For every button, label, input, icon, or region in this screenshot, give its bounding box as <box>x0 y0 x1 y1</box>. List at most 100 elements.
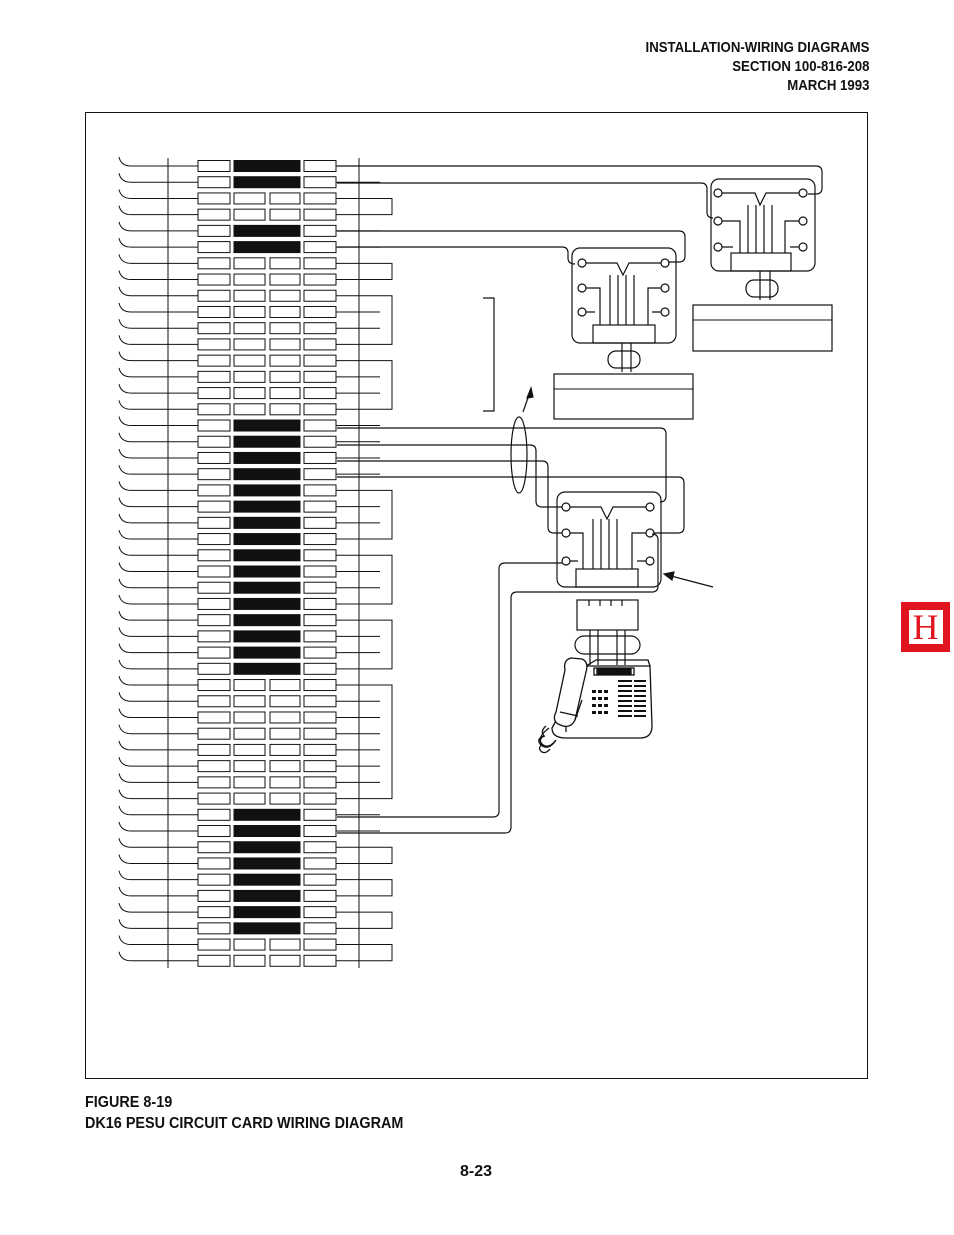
row-lead-wire <box>118 546 198 556</box>
terminal-bar-filled <box>233 922 301 935</box>
terminal-right <box>303 679 337 692</box>
keypad-key <box>592 690 596 693</box>
terminal-left <box>197 322 231 335</box>
terminal-right <box>303 646 337 659</box>
keypad-key <box>598 697 602 700</box>
terminal-bar-filled <box>233 808 301 821</box>
terminal-cell <box>233 679 266 692</box>
terminal-left <box>197 581 231 594</box>
terminal-left <box>197 160 231 172</box>
terminal-bar-filled <box>233 565 301 578</box>
terminal-bar-filled <box>233 841 301 854</box>
diagram-frame <box>85 112 868 1079</box>
page-header: INSTALLATION-WIRING DIAGRAMS SECTION 100… <box>645 38 869 95</box>
terminal-cell <box>233 289 266 302</box>
terminal-left <box>197 597 231 610</box>
pair-bracket <box>380 684 393 800</box>
row-lead-wire <box>118 286 198 297</box>
terminal-right <box>303 403 337 416</box>
terminal-right <box>303 370 337 383</box>
terminal-right <box>303 549 337 562</box>
terminal-bar-filled <box>233 662 301 675</box>
terminal-cell <box>269 322 301 335</box>
feature-key <box>634 685 646 687</box>
terminal-left <box>197 743 231 756</box>
feature-key <box>618 680 632 682</box>
terminal-left <box>197 938 231 951</box>
page-number: 8-23 <box>460 1163 493 1180</box>
terminal-bar-filled <box>233 646 301 659</box>
feature-key <box>634 715 646 717</box>
section-tab[interactable]: H <box>901 602 950 652</box>
row-lead-wire <box>118 659 198 670</box>
terminal-left <box>197 403 231 416</box>
terminal-right <box>303 889 337 902</box>
terminal-cell <box>233 711 266 724</box>
terminal-left <box>197 614 231 627</box>
terminal-cell <box>269 792 301 805</box>
terminal-bar-filled <box>233 873 301 886</box>
terminal-left <box>197 176 231 189</box>
terminal-cell <box>269 711 301 724</box>
row-lead-wire <box>118 156 198 167</box>
terminal-left <box>197 451 231 464</box>
row-lead-wire <box>118 951 198 962</box>
terminal-cell <box>233 776 266 789</box>
terminal-bar-filled <box>233 468 301 481</box>
pair-bracket <box>380 944 393 962</box>
terminal-right <box>303 257 337 270</box>
row-lead-wire <box>118 254 198 264</box>
group-bracket <box>483 297 495 412</box>
terminal-cell <box>269 776 301 789</box>
keypad-key <box>592 711 596 714</box>
terminal-cell <box>233 695 266 708</box>
figure-caption: FIGURE 8-19 DK16 PESU CIRCUIT CARD WIRIN… <box>85 1092 403 1134</box>
terminal-cell <box>233 792 266 805</box>
pair-bracket <box>380 619 393 670</box>
terminal-right <box>303 760 337 773</box>
row-lead-wire <box>118 594 198 605</box>
terminal-bar-filled <box>233 614 301 627</box>
terminal-left <box>197 808 231 821</box>
row-lead-wire <box>118 773 198 783</box>
row-lead-wire <box>118 448 198 459</box>
terminal-left <box>197 500 231 513</box>
terminal-cell <box>233 387 266 400</box>
keypad-key <box>598 704 602 707</box>
pair-bracket <box>380 197 393 216</box>
row-lead-wire <box>118 919 198 929</box>
row-lead-wire <box>118 416 198 427</box>
feature-key <box>618 700 632 702</box>
row-lead-wire <box>118 724 198 735</box>
row-lead-wire <box>118 643 198 654</box>
row-lead-wire <box>118 854 198 864</box>
terminal-right <box>303 338 337 351</box>
terminal-right <box>303 792 337 805</box>
row-lead-wire <box>118 497 198 508</box>
row-lead-wire <box>118 789 198 800</box>
keypad-key <box>604 711 608 714</box>
terminal-right <box>303 565 337 578</box>
row-lead-wire <box>118 400 198 410</box>
terminal-left <box>197 241 231 254</box>
terminal-right <box>303 516 337 529</box>
terminal-left <box>197 370 231 383</box>
terminal-right <box>303 954 337 967</box>
terminal-left <box>197 825 231 838</box>
terminal-cell <box>233 305 266 318</box>
telephone-keypad <box>592 680 646 717</box>
row-lead-wire <box>118 821 198 832</box>
row-lead-wire <box>118 367 198 378</box>
terminal-right <box>303 176 337 189</box>
header-section-number: SECTION 100-816-208 <box>731 58 869 75</box>
terminal-left <box>197 857 231 870</box>
terminal-left <box>197 435 231 448</box>
terminal-left <box>197 776 231 789</box>
feature-key <box>634 695 646 697</box>
terminal-right <box>303 322 337 335</box>
terminal-right <box>303 192 337 205</box>
terminal-left <box>197 224 231 237</box>
row-lead-wire <box>118 465 198 475</box>
row-lead-wire <box>118 319 198 329</box>
terminal-left <box>197 922 231 935</box>
